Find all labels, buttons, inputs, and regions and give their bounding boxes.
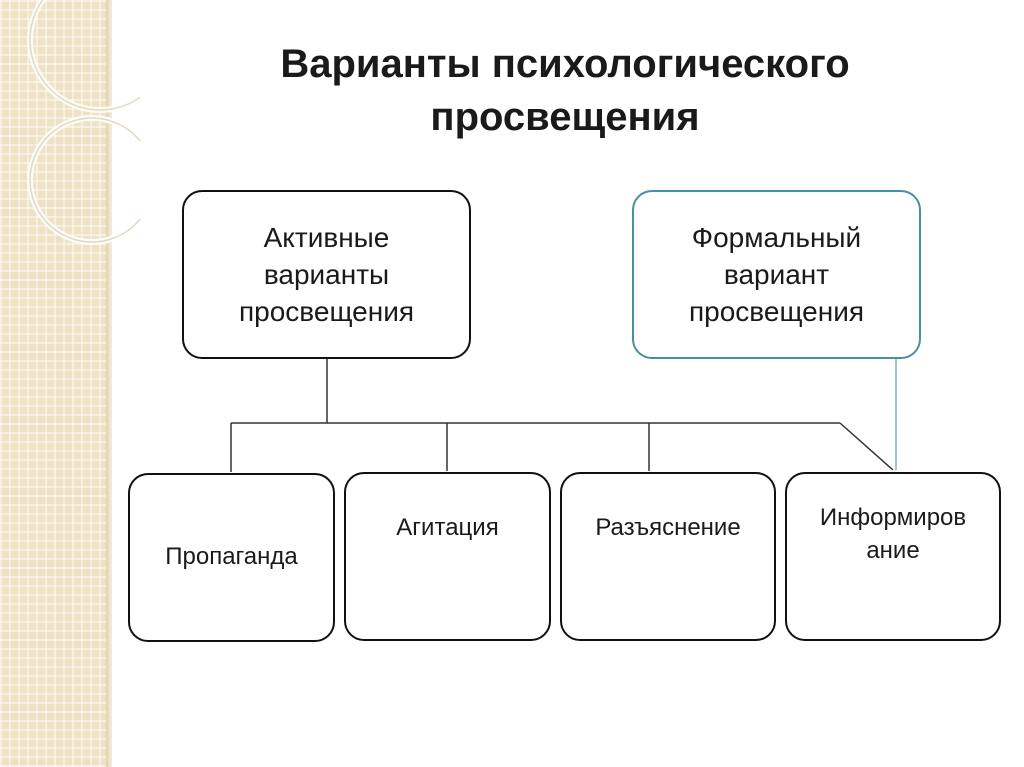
box-propaganda: Пропаганда — [128, 473, 335, 642]
box-formal-variant: Формальный вариант просвещения — [632, 190, 921, 359]
slide-title-line-2: просвещения — [430, 95, 700, 140]
box-informing: Информиров ание — [785, 472, 1001, 641]
slide-title-line-1: Варианты психологического — [280, 42, 850, 86]
box-propaganda-label: Пропаганда — [165, 543, 298, 571]
box-active-variants-label: Активные варианты просвещения — [239, 221, 414, 328]
slide-title: Варианты психологического просвещения — [150, 38, 980, 144]
box-active-variants: Активные варианты просвещения — [182, 190, 471, 359]
box-explanation-label: Разъяснение — [595, 514, 741, 542]
connector-to-informing — [839, 422, 894, 471]
box-agitation: Агитация — [344, 472, 551, 641]
box-explanation: Разъяснение — [560, 472, 776, 641]
decorative-rings-icon — [27, 0, 140, 245]
box-agitation-label: Агитация — [396, 514, 499, 542]
box-formal-variant-label: Формальный вариант просвещения — [689, 221, 864, 328]
decorative-side-edge — [106, 0, 112, 767]
box-informing-label: Информиров ание — [819, 504, 967, 564]
